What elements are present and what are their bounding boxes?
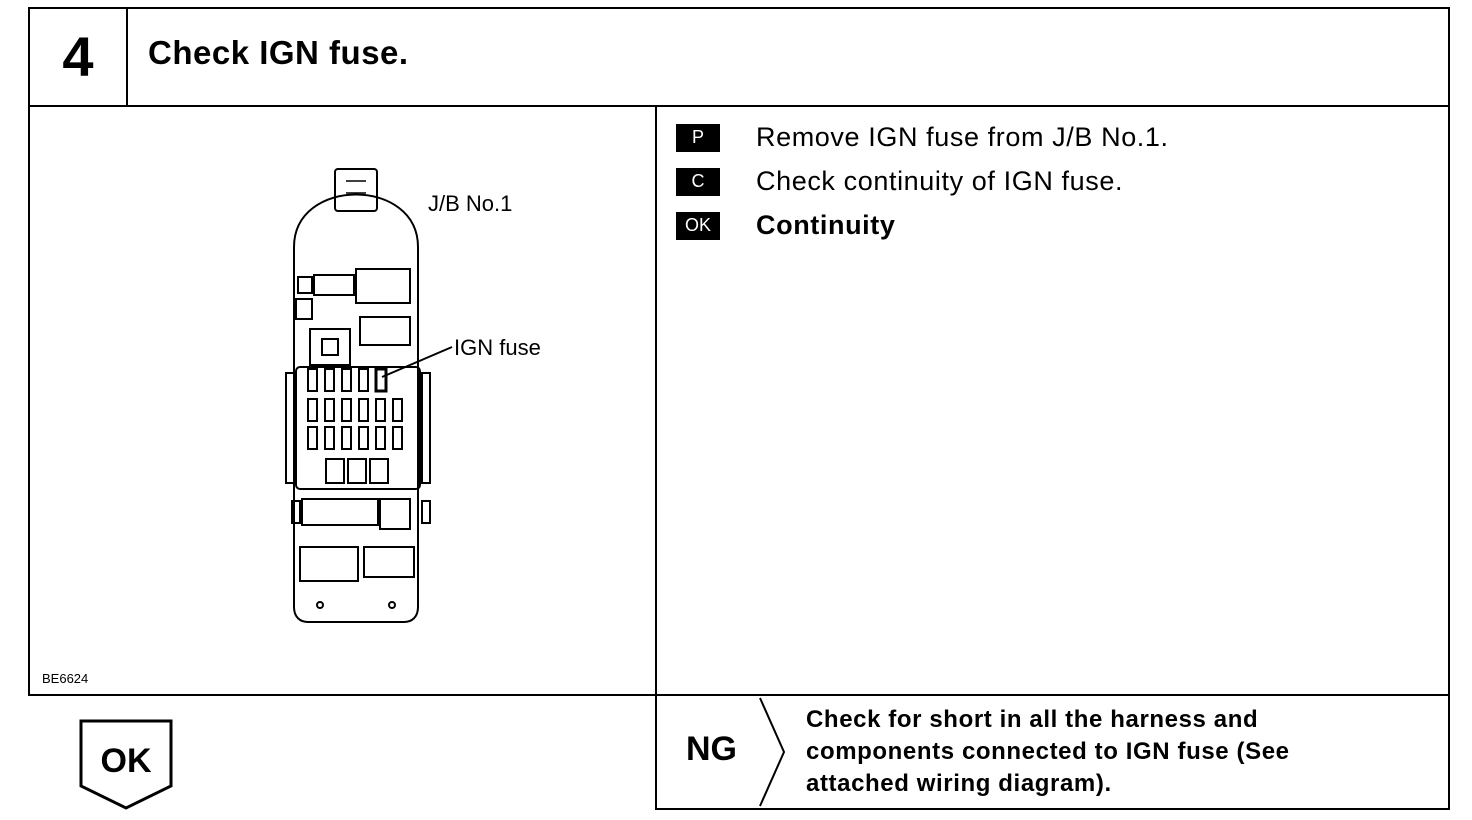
- ng-chevron: [759, 697, 786, 807]
- ng-action-text: Check for short in all the harness and c…: [806, 704, 1290, 800]
- ok-flow-marker: OK: [78, 718, 174, 812]
- column-divider: [655, 105, 657, 810]
- step-number-divider: [126, 7, 128, 107]
- instruction-row-prepare: P Remove IGN fuse from J/B No.1.: [676, 122, 1169, 153]
- check-text: Check continuity of IGN fuse.: [756, 166, 1124, 196]
- fuse-box-figure: J/B No.1 IGN fuse BE6624: [30, 107, 654, 694]
- step-title: Check IGN fuse.: [148, 34, 409, 71]
- ok-badge: OK: [676, 211, 720, 240]
- prepare-text: Remove IGN fuse from J/B No.1.: [756, 122, 1169, 152]
- step-number: 4: [62, 24, 94, 88]
- figure-code: BE6624: [42, 671, 89, 686]
- jb-label: J/B No.1: [428, 191, 513, 216]
- ok-arrow-shape: [79, 719, 173, 810]
- check-badge: C: [676, 167, 720, 196]
- prepare-badge: P: [676, 123, 720, 152]
- ng-label: NG: [686, 730, 737, 768]
- instruction-row-check: C Check continuity of IGN fuse.: [676, 166, 1123, 197]
- ng-line-3: attached wiring diagram).: [806, 770, 1112, 797]
- junction-block-diagram: [285, 168, 453, 623]
- ng-line-1: Check for short in all the harness and: [806, 706, 1259, 733]
- ok-flow-label: OK: [100, 742, 152, 780]
- ng-box: [655, 694, 1450, 810]
- ok-text: Continuity: [756, 210, 896, 240]
- fuse-label: IGN fuse: [454, 335, 541, 360]
- ng-line-2: components connected to IGN fuse (See: [806, 738, 1290, 765]
- instruction-row-ok: OK Continuity: [676, 210, 895, 241]
